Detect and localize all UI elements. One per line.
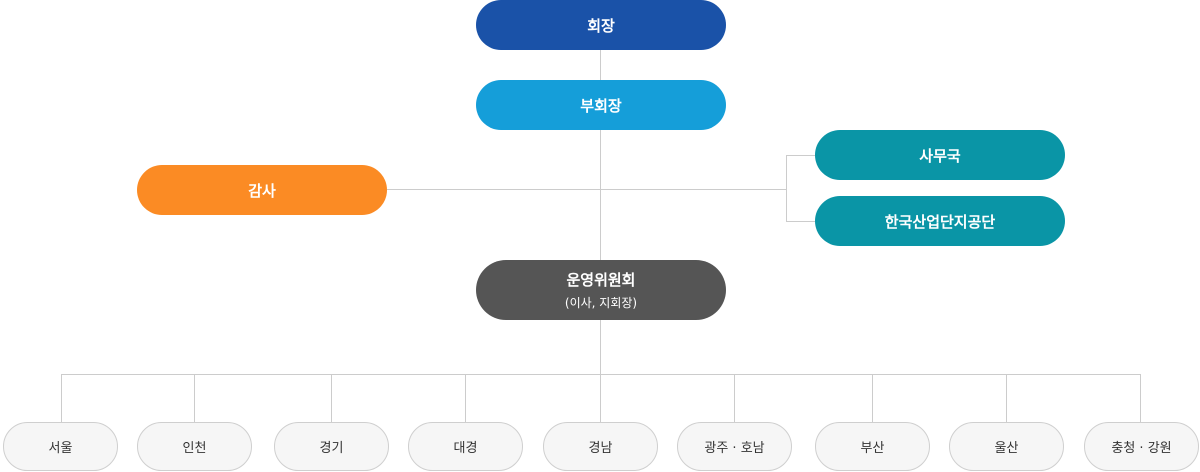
region-node-gyeongnam: 경남 — [543, 422, 658, 471]
region-label: 경기 — [319, 441, 344, 456]
vice-chairman-label: 부회장 — [580, 96, 622, 115]
kicox-node: 한국산업단지공단 — [815, 196, 1065, 246]
region-node-busan: 부산 — [815, 422, 930, 471]
vice-chairman-node: 부회장 — [476, 80, 726, 130]
region-node-gwangju-honam: 광주 · 호남 — [677, 422, 792, 471]
steering-committee-node: 운영위원회 (이사, 지회장) — [476, 260, 726, 320]
secretariat-label: 사무국 — [919, 146, 961, 165]
region-node-chungcheong-gangwon: 충청 · 강원 — [1084, 422, 1199, 471]
auditor-node: 감사 — [137, 165, 387, 215]
region-label: 부산 — [860, 441, 885, 456]
region-node-seoul: 서울 — [3, 422, 118, 471]
region-label: 서울 — [48, 441, 73, 456]
region-label: 인천 — [182, 441, 207, 456]
region-node-daegyeong: 대경 — [408, 422, 523, 471]
chairman-label: 회장 — [587, 16, 615, 35]
kicox-label: 한국산업단지공단 — [884, 212, 996, 231]
region-label: 광주 · 호남 — [704, 441, 765, 456]
region-label: 경남 — [588, 441, 613, 456]
region-node-incheon: 인천 — [137, 422, 252, 471]
secretariat-node: 사무국 — [815, 130, 1065, 180]
region-label: 대경 — [453, 441, 478, 456]
region-node-gyeonggi: 경기 — [274, 422, 389, 471]
steering-committee-sublabel: (이사, 지회장) — [564, 296, 638, 310]
region-label: 충청 · 강원 — [1111, 441, 1172, 456]
steering-committee-label: 운영위원회 — [566, 271, 636, 289]
chairman-node: 회장 — [476, 0, 726, 50]
auditor-label: 감사 — [248, 181, 276, 200]
region-label: 울산 — [994, 441, 1019, 456]
region-node-ulsan: 울산 — [949, 422, 1064, 471]
